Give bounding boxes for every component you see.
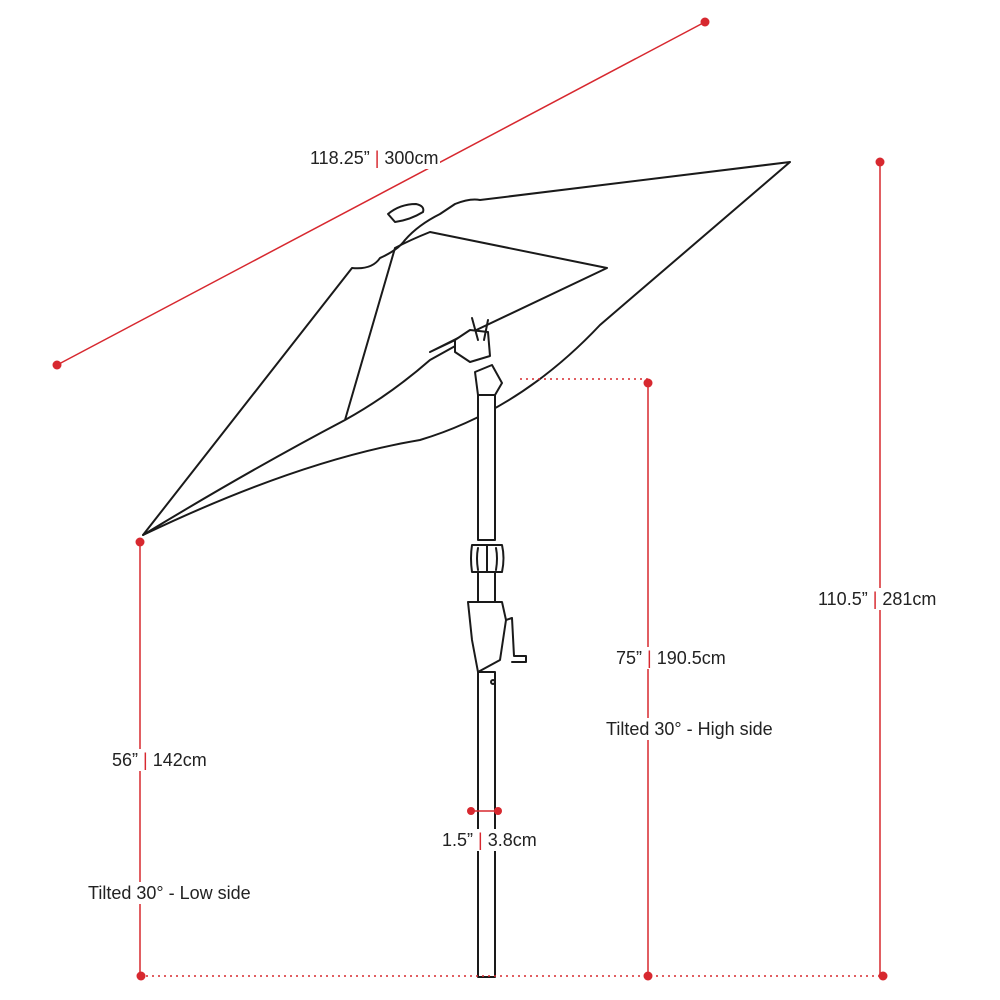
canopy-width-line: [56, 21, 706, 366]
pole-diameter-label: 1.5”|3.8cm: [440, 829, 539, 851]
high-side-label: 75”|190.5cm: [614, 647, 728, 669]
umbrella-drawing: [142, 161, 791, 978]
canopy-width-start-dot: [52, 360, 62, 370]
dimension-lines: [56, 21, 881, 975]
low-side-bottom-dot: [136, 971, 146, 981]
tilt-button: [470, 544, 505, 573]
total-height-bottom-dot: [878, 971, 888, 981]
total-height-imperial: 110.5”: [818, 589, 868, 609]
pole-screw: [490, 679, 496, 685]
separator: |: [478, 830, 483, 850]
pole-diameter-metric: 3.8cm: [487, 830, 537, 850]
low-side-note: Tilted 30° - Low side: [86, 882, 253, 904]
low-side-label: 56”|142cm: [110, 749, 209, 771]
canopy-width-end-dot: [700, 17, 710, 27]
separator: |: [647, 648, 652, 668]
canopy-hub: [454, 317, 491, 363]
separator: |: [872, 589, 878, 609]
dimension-endpoints: [52, 17, 888, 981]
pole-diameter-imperial: 1.5”: [442, 830, 474, 850]
low-side-imperial: 56”: [112, 750, 139, 770]
pole-diameter-left-dot: [467, 807, 475, 815]
high-side-top-dot: [643, 378, 653, 388]
crank-handle: [505, 617, 527, 663]
low-side-top-dot: [135, 537, 145, 547]
high-side-imperial: 75”: [616, 648, 643, 668]
high-side-metric: 190.5cm: [656, 648, 726, 668]
total-height-label: 110.5”|281cm: [816, 588, 939, 610]
high-side-bottom-dot: [643, 971, 653, 981]
high-side-note: Tilted 30° - High side: [604, 718, 775, 740]
canopy-finial: [387, 203, 425, 223]
separator: |: [143, 750, 148, 770]
middle-pole: [477, 571, 496, 603]
low-side-metric: 142cm: [152, 750, 207, 770]
lower-pole: [477, 671, 496, 978]
canopy-width-imperial: 118.25”: [310, 148, 370, 168]
total-height-metric: 281cm: [882, 589, 937, 609]
canopy-inner-ribs: [142, 231, 608, 536]
separator: |: [374, 148, 380, 168]
tilt-joint: [474, 364, 503, 396]
upper-pole: [477, 394, 496, 541]
pole-diameter-right-dot: [494, 807, 502, 815]
crank-housing: [467, 601, 507, 673]
total-height-top-dot: [875, 157, 885, 167]
canopy-width-metric: 300cm: [384, 148, 439, 168]
canopy-width-label: 118.25”|300cm: [308, 147, 441, 169]
